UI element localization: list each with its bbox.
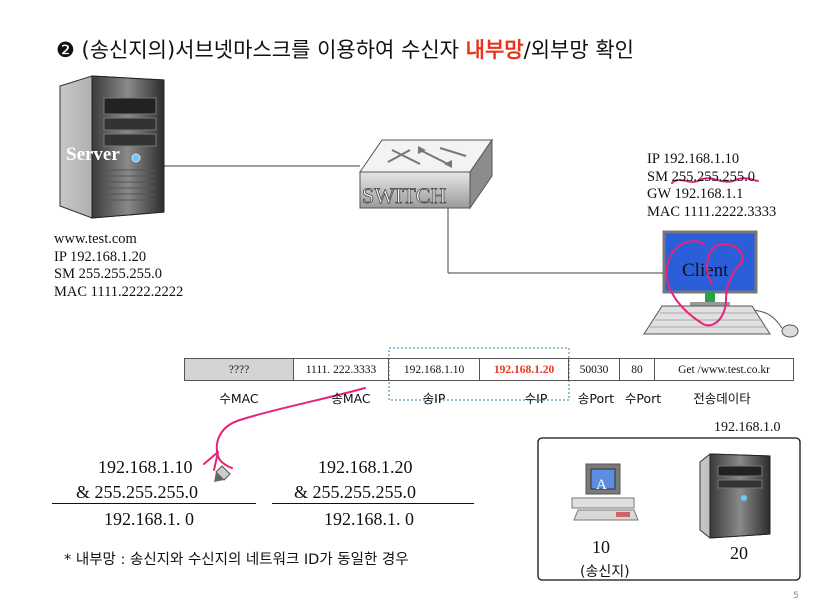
packet-cell-data: Get /www.test.co.kr	[654, 358, 794, 381]
host-a-number: 10	[592, 537, 610, 557]
server-tower-icon	[59, 75, 165, 219]
client-info-line: MAC 1111.2222.3333	[647, 203, 777, 220]
host-a-computer-icon	[571, 463, 639, 521]
calc-left-ip: 192.168.1.10	[98, 457, 193, 477]
host-b-server-icon	[699, 453, 771, 539]
server-info-line: IP 192.168.1.20	[54, 248, 147, 265]
packet-label: 송Port	[577, 391, 615, 406]
packet-label: 수MAC	[219, 391, 259, 406]
packet-cell-src-port: 50030	[568, 358, 620, 381]
packet-cell-dst-ip: 192.168.1.20	[479, 358, 569, 381]
pencil-icon	[214, 465, 231, 482]
network-address: 192.168.1.0	[714, 420, 781, 435]
calc-right-result: 192.168.1. 0	[324, 509, 414, 529]
handwriting-annotation	[203, 177, 759, 471]
switch-icon	[359, 138, 493, 210]
host-b-number: 20	[730, 543, 748, 563]
page-number: 5	[793, 591, 799, 601]
packet-label: 송IP	[422, 391, 446, 406]
host-a-letter: A	[596, 477, 607, 493]
calc-right-divider	[272, 503, 474, 504]
calc-right-ip: 192.168.1.20	[318, 457, 413, 477]
server-info-line: www.test.com	[54, 231, 137, 247]
server-label: Server	[66, 144, 120, 165]
packet-label: 송MAC	[331, 391, 371, 406]
slide-title: ❷ (송신지의)서브넷마스크를 이용하여 수신자 내부망/외부망 확인	[56, 34, 634, 64]
server-info: www.test.com IP 192.168.1.20 SM 255.255.…	[54, 231, 183, 301]
calc-right-mask: & 255.255.255.0	[294, 482, 417, 502]
calc-left-result: 192.168.1. 0	[104, 509, 194, 529]
packet-cell-src-ip: 192.168.1.10	[388, 358, 480, 381]
calc-left-divider	[52, 503, 256, 504]
client-label: Client	[682, 260, 729, 281]
packet-label: 수Port	[624, 391, 662, 406]
calc-left-mask: & 255.255.255.0	[76, 482, 199, 502]
server-info-line: SM 255.255.255.0	[54, 266, 162, 282]
packet-cell-src-mac: 1111. 222.3333	[293, 358, 389, 381]
client-info-line: IP 192.168.1.10	[647, 151, 740, 167]
client-computer-icon	[643, 230, 799, 338]
packet-label: 전송데이타	[693, 391, 751, 406]
client-info-line: GW 192.168.1.1	[647, 186, 744, 202]
title-highlight: 내부망	[465, 38, 524, 62]
server-info-line: MAC 1111.2222.2222	[54, 283, 184, 300]
network-box	[537, 437, 801, 581]
title-suffix: /외부망 확인	[523, 38, 634, 62]
footnote: * 내부망 : 송신지와 수신지의 네트워크 ID가 동일한 경우	[64, 552, 409, 568]
client-info-line: SM 255.255.255.0	[647, 168, 755, 185]
packet-cell-dst-mac: ????	[184, 358, 294, 381]
packet-cell-dst-port: 80	[619, 358, 655, 381]
switch-label: SWITCH	[362, 183, 446, 208]
title-prefix: ❷ (송신지의)서브넷마스크를 이용하여 수신자	[56, 38, 466, 62]
packet-label: 수IP	[524, 391, 548, 406]
ip-highlight-box	[388, 347, 570, 401]
client-info: IP 192.168.1.10 SM 255.255.255.0 GW 192.…	[647, 151, 776, 221]
host-a-role: (송신지)	[580, 564, 630, 580]
